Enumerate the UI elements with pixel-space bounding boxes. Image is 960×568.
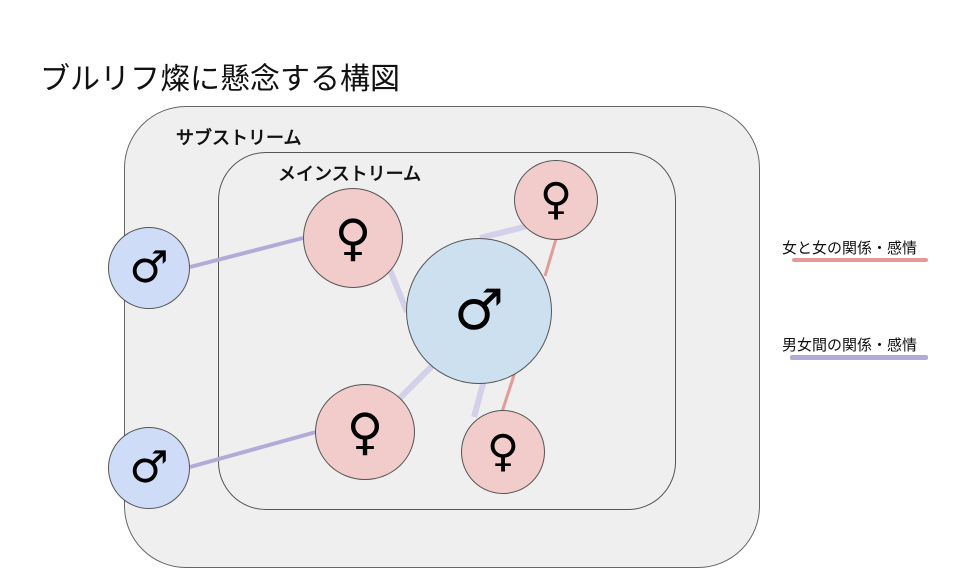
legend-male-female-line xyxy=(790,355,928,360)
relation-line-male-female xyxy=(189,236,304,269)
relationship-lines xyxy=(189,223,558,469)
relation-line-male-female xyxy=(397,363,435,401)
relation-line-female-female xyxy=(500,371,517,413)
legend-male-female-label: 男女間の関係・感情 xyxy=(782,336,918,354)
page-title: ブルリフ燦に懸念する構図 xyxy=(40,62,400,97)
female-node-top-left: ♀ xyxy=(303,188,403,288)
legend-female-female-line xyxy=(792,258,928,262)
legend-female-female-label: 女と女の関係・感情 xyxy=(782,239,918,257)
relation-line-male-female xyxy=(479,223,529,241)
male-node-substream-bottom: ♂ xyxy=(108,427,190,509)
female-node-bottom-right: ♀ xyxy=(461,410,545,494)
male-node-main: ♂ xyxy=(406,238,552,384)
mainstream-region xyxy=(218,152,676,510)
female-node-bottom-left: ♀ xyxy=(315,384,415,480)
relation-line-male-female xyxy=(471,379,487,418)
relation-line-male-female xyxy=(189,430,317,469)
relation-line-male-female xyxy=(387,268,410,314)
female-node-top-right: ♀ xyxy=(514,160,598,240)
relation-line-female-female xyxy=(543,238,558,277)
male-node-substream-top: ♂ xyxy=(108,227,190,309)
mainstream-label: メインストリーム xyxy=(278,164,422,185)
substream-label: サブストリーム xyxy=(176,128,302,149)
